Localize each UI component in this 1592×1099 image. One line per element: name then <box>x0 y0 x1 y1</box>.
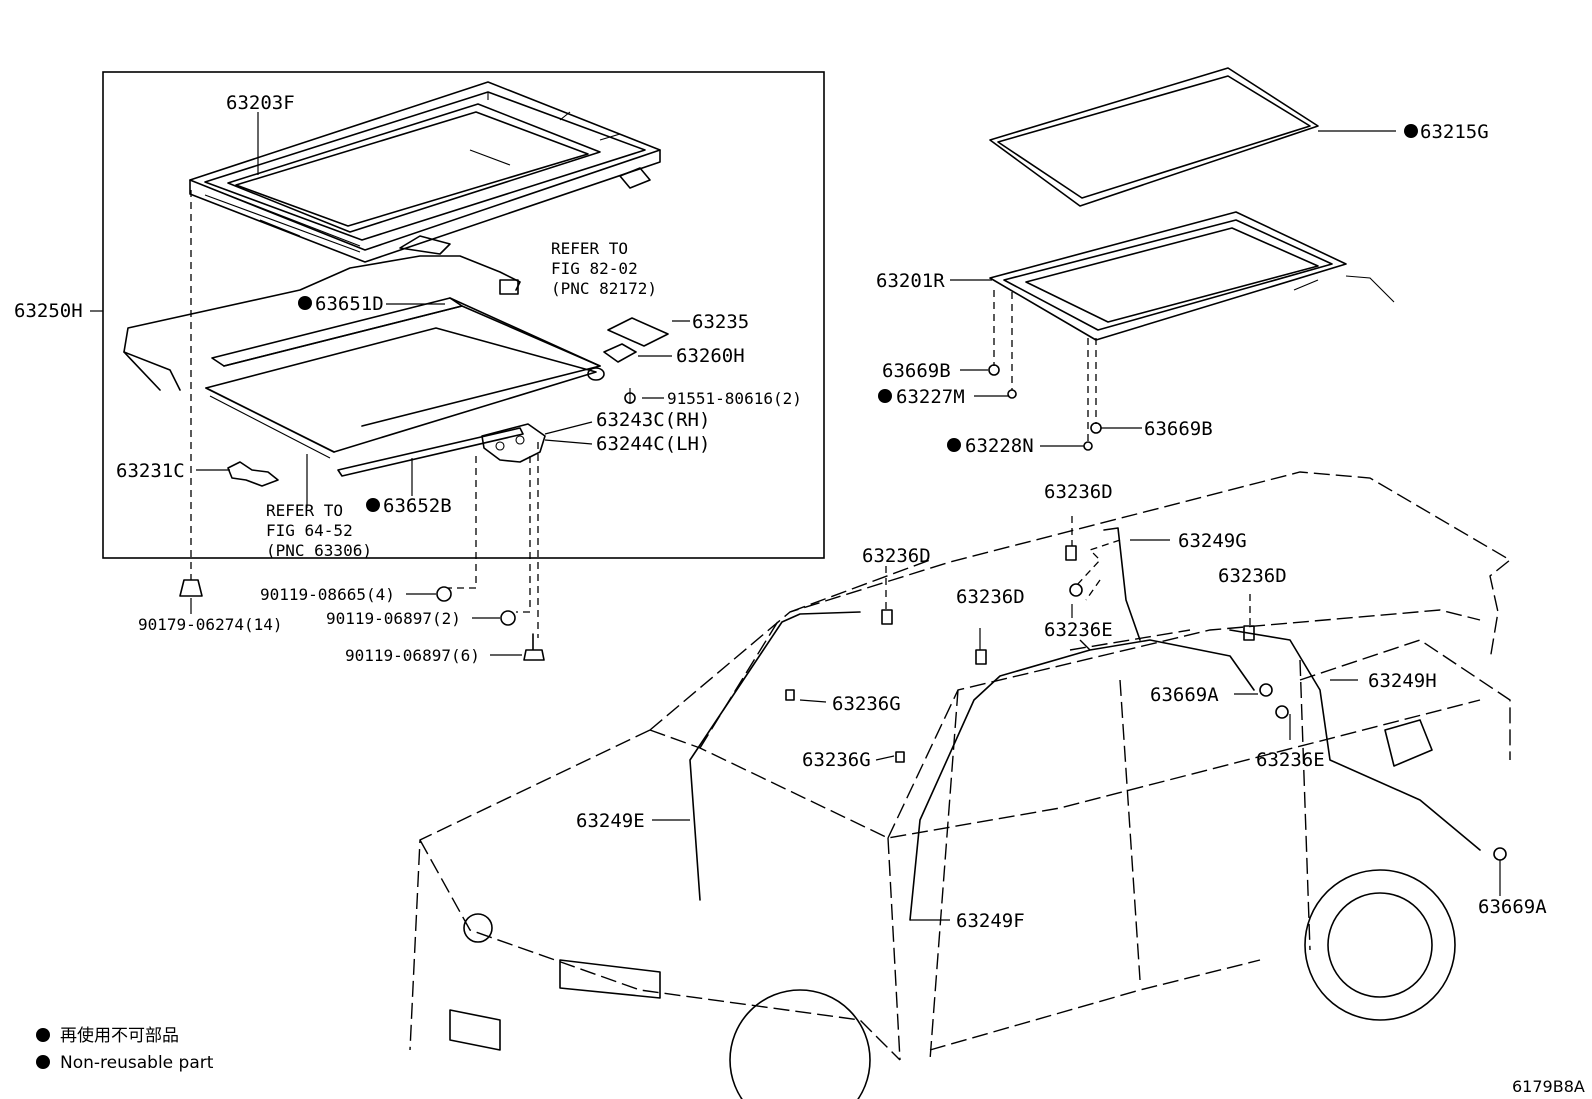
label-63227m: 63227M <box>896 386 965 408</box>
label-63250h: 63250H <box>14 300 83 322</box>
label-63236d-1: 63236D <box>1044 481 1113 503</box>
label-63236d-3: 63236D <box>956 586 1025 608</box>
label-90179-06274: 90179-06274(14) <box>138 615 283 634</box>
label-63236e-2: 63236E <box>1256 749 1325 771</box>
label-63215g: 63215G <box>1420 121 1489 143</box>
label-90119-06897-6: 90119-06897(6) <box>345 646 480 665</box>
legend-marker-english <box>36 1055 50 1069</box>
label-63236g-1: 63236G <box>832 693 901 715</box>
label-63235: 63235 <box>692 311 749 333</box>
sunshade-drawing <box>205 297 605 477</box>
label-63236d-4: 63236D <box>1218 565 1287 587</box>
label-63203f: 63203F <box>226 92 295 114</box>
refer-note-fig64-line3: (PNC 63306) <box>266 541 372 560</box>
label-63651d: 63651D <box>315 293 384 315</box>
sunroof-assembly-box <box>102 71 825 559</box>
body-leader-lines <box>652 516 1501 921</box>
sunroof-harness-drawing <box>123 255 521 391</box>
label-63249f: 63249F <box>956 910 1025 932</box>
leader-lines <box>90 112 690 656</box>
label-90119-08665: 90119-08665(4) <box>260 585 395 604</box>
label-63249g: 63249G <box>1178 530 1247 552</box>
drain-hose-drawing <box>689 527 1481 921</box>
non-reusable-marker-63227m <box>878 389 892 403</box>
label-63669b-2: 63669B <box>1144 418 1213 440</box>
label-63669a-1: 63669A <box>1150 684 1219 706</box>
non-reusable-marker-63228n <box>947 438 961 452</box>
label-63249h: 63249H <box>1368 670 1437 692</box>
legend-marker-japanese <box>36 1028 50 1042</box>
label-63669b-1: 63669B <box>882 360 951 382</box>
legend-japanese: 再使用不可部品 <box>60 1025 179 1046</box>
non-reusable-marker-63651d <box>298 296 312 310</box>
refer-note-fig82-line2: FIG 82-02 <box>551 259 638 278</box>
label-63228n: 63228N <box>965 435 1034 457</box>
label-63652b: 63652B <box>383 495 452 517</box>
refer-note-fig82-line3: (PNC 82172) <box>551 279 657 298</box>
refer-note-fig82-line1: REFER TO <box>551 239 628 258</box>
label-63669a-2: 63669A <box>1478 896 1547 918</box>
label-90119-06897-2: 90119-06897(2) <box>326 609 461 628</box>
label-63236e-1: 63236E <box>1044 619 1113 641</box>
label-63236g-2: 63236G <box>802 749 871 771</box>
label-63249e: 63249E <box>576 810 645 832</box>
motor-drawing <box>603 317 669 404</box>
label-63244c-lh: 63244C(LH) <box>596 433 710 455</box>
legend-english: Non-reusable part <box>60 1053 214 1073</box>
label-91551-80616: 91551-80616(2) <box>667 389 802 408</box>
glass-drawing <box>989 67 1319 207</box>
refer-note-fig64-line2: FIG 64-52 <box>266 521 353 540</box>
sunroof-frame-drawing <box>189 81 661 263</box>
label-63236d-2: 63236D <box>862 545 931 567</box>
label-63243c-rh: 63243C(RH) <box>596 409 710 431</box>
label-63231c: 63231C <box>116 460 185 482</box>
bracket-63231c-drawing <box>227 461 279 487</box>
figure-code: 6179B8A <box>1512 1077 1585 1096</box>
non-reusable-marker-63215g <box>1404 124 1418 138</box>
label-63260h: 63260H <box>676 345 745 367</box>
refer-note-fig64-line1: REFER TO <box>266 501 343 520</box>
frame-63201r-drawing <box>989 211 1395 341</box>
vehicle-drawing <box>409 471 1512 1099</box>
non-reusable-marker-63652b <box>366 498 380 512</box>
label-63201r: 63201R <box>876 270 945 292</box>
fasteners-drawing <box>179 579 545 661</box>
clamps-drawing <box>785 545 1507 861</box>
